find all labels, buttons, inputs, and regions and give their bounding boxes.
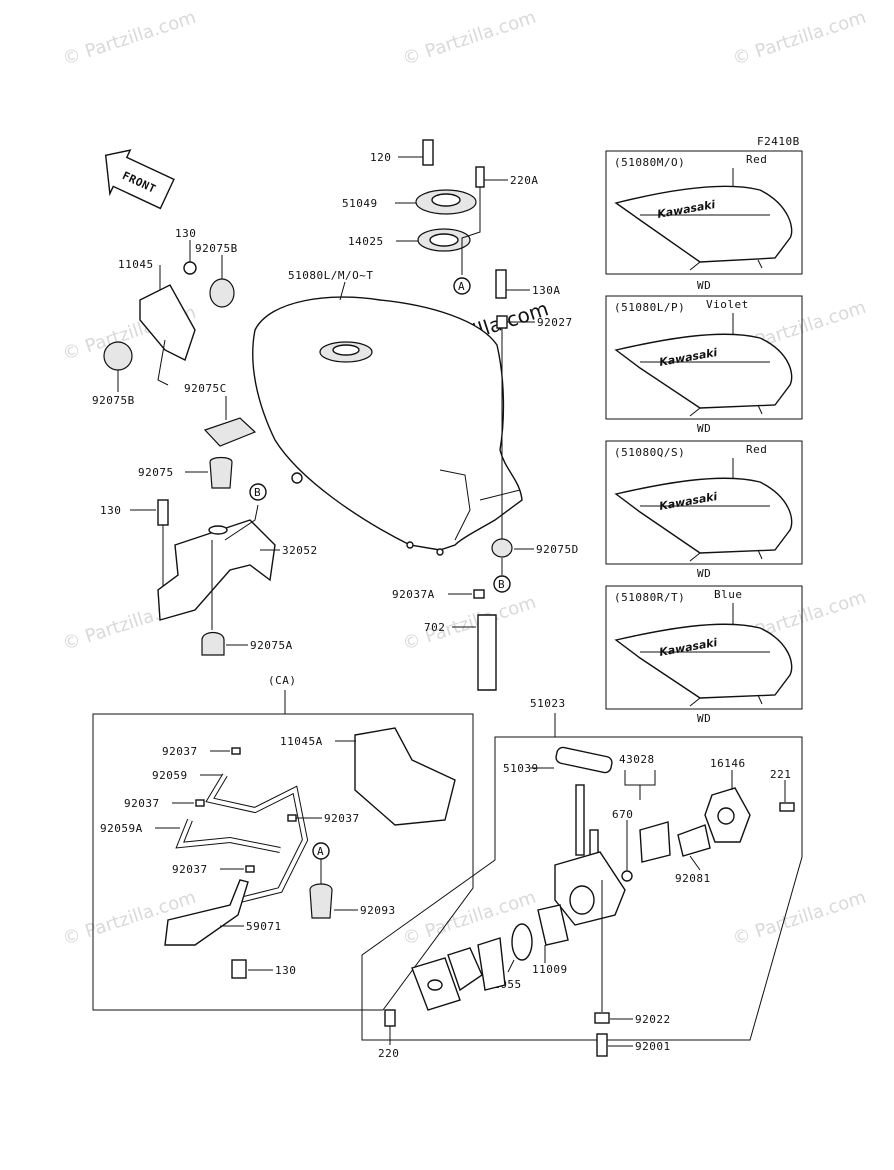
color-variants: (51080M/O) Red Kawasaki WD (51080L/P) Vi… [605,150,803,725]
label-220A: 220A [510,174,539,187]
label-92022: 92022 [635,1013,671,1026]
variant-code: (51080M/O) [614,156,685,169]
label-14025: 14025 [348,235,384,248]
label-11009: 11009 [532,963,568,976]
watermark: © Partzilla.com [400,592,539,655]
label-702: 702 [424,621,445,634]
label-92037A: 92037A [392,588,435,601]
variant-note: WD [697,567,711,580]
variant-note: WD [697,279,711,292]
watermark: © Partzilla.com [60,7,199,70]
ca-section: (CA) 11045A 92037 92059 92037 92059A 920… [92,674,474,1011]
label-92037-4: 92037 [324,812,360,825]
ref-a-top: A [458,280,465,293]
color-variant[interactable]: (51080M/O) Red Kawasaki WD [605,150,803,292]
variant-color: Red [746,443,767,456]
label-92075C: 92075C [184,382,227,395]
color-variant[interactable]: (51080R/T) Blue Kawasaki WD [605,585,803,725]
label-670: 670 [612,808,633,821]
watermark: © Partzilla.com [400,7,539,70]
label-51039: 51039 [503,762,539,775]
label-32052: 32052 [282,544,318,557]
variant-code: (51080R/T) [614,591,685,604]
label-92037-2: 92037 [124,797,160,810]
variant-code: (51080L/P) [614,301,685,314]
tank-lower-parts: 92075D B 92037A 702 [392,538,579,691]
variant-color: Violet [706,298,749,311]
variant-color: Blue [714,588,743,601]
label-43028: 43028 [619,753,655,766]
ref-b-left: B [254,486,261,499]
label-130-top: 130 [175,227,196,240]
ref-b-right: B [498,578,505,591]
fuel-cock-section: 51023 51039 43028 670 16146 221 92081 11… [361,697,803,1060]
label-130-bot: 130 [275,964,296,977]
label-92027: 92027 [537,316,573,329]
label-51023: 51023 [530,697,566,710]
label-11045: 11045 [118,258,154,271]
rear-bracket: 130 11045 92075B 92075B [92,227,238,407]
ref-a-bot: A [317,845,324,858]
label-92081: 92081 [675,872,711,885]
label-120: 120 [370,151,391,164]
label-92059: 92059 [152,769,188,782]
label-130-mid: 130 [100,504,121,517]
label-92075D: 92075D [536,543,579,556]
front-bracket: 92075 130 32052 B 92075A [100,456,318,656]
label-51049: 51049 [342,197,378,210]
label-220: 220 [378,1047,399,1060]
bolt-130a-group: 130A 92027 [495,269,573,540]
label-92075B-top: 92075B [195,242,238,255]
label-92075: 92075 [138,466,174,479]
fuel-tank: 51080L/M/O~T [252,269,523,556]
color-variant[interactable]: (51080L/P) Violet Kawasaki WD [605,295,803,435]
label-130A: 130A [532,284,561,297]
label-59071: 59071 [246,920,282,933]
color-variant[interactable]: (51080Q/S) Red Kawasaki WD [605,440,803,580]
label-92059A: 92059A [100,822,143,835]
label-92037-1: 92037 [162,745,198,758]
watermark: © Partzilla.com [730,7,869,70]
variant-note: WD [697,712,711,725]
label-92001: 92001 [635,1040,671,1053]
pad-92075c: 92075C [184,382,257,447]
front-arrow: FRONT [104,149,175,210]
label-92093: 92093 [360,904,396,917]
diagram-code: F2410B [757,135,800,148]
label-ca: (CA) [268,674,297,687]
variant-code: (51080Q/S) [614,446,685,459]
label-92075B-bot: 92075B [92,394,135,407]
variant-color: Red [746,153,767,166]
label-92075A: 92075A [250,639,293,652]
label-11045A: 11045A [280,735,323,748]
variant-note: WD [697,422,711,435]
label-92037-3: 92037 [172,863,208,876]
fuel-cap-assembly: 120 220A 51049 14025 A [342,139,539,295]
label-221: 221 [770,768,791,781]
label-51080: 51080L/M/O~T [288,269,373,282]
watermark: © Partzilla.com [730,887,869,950]
label-16146: 16146 [710,757,746,770]
